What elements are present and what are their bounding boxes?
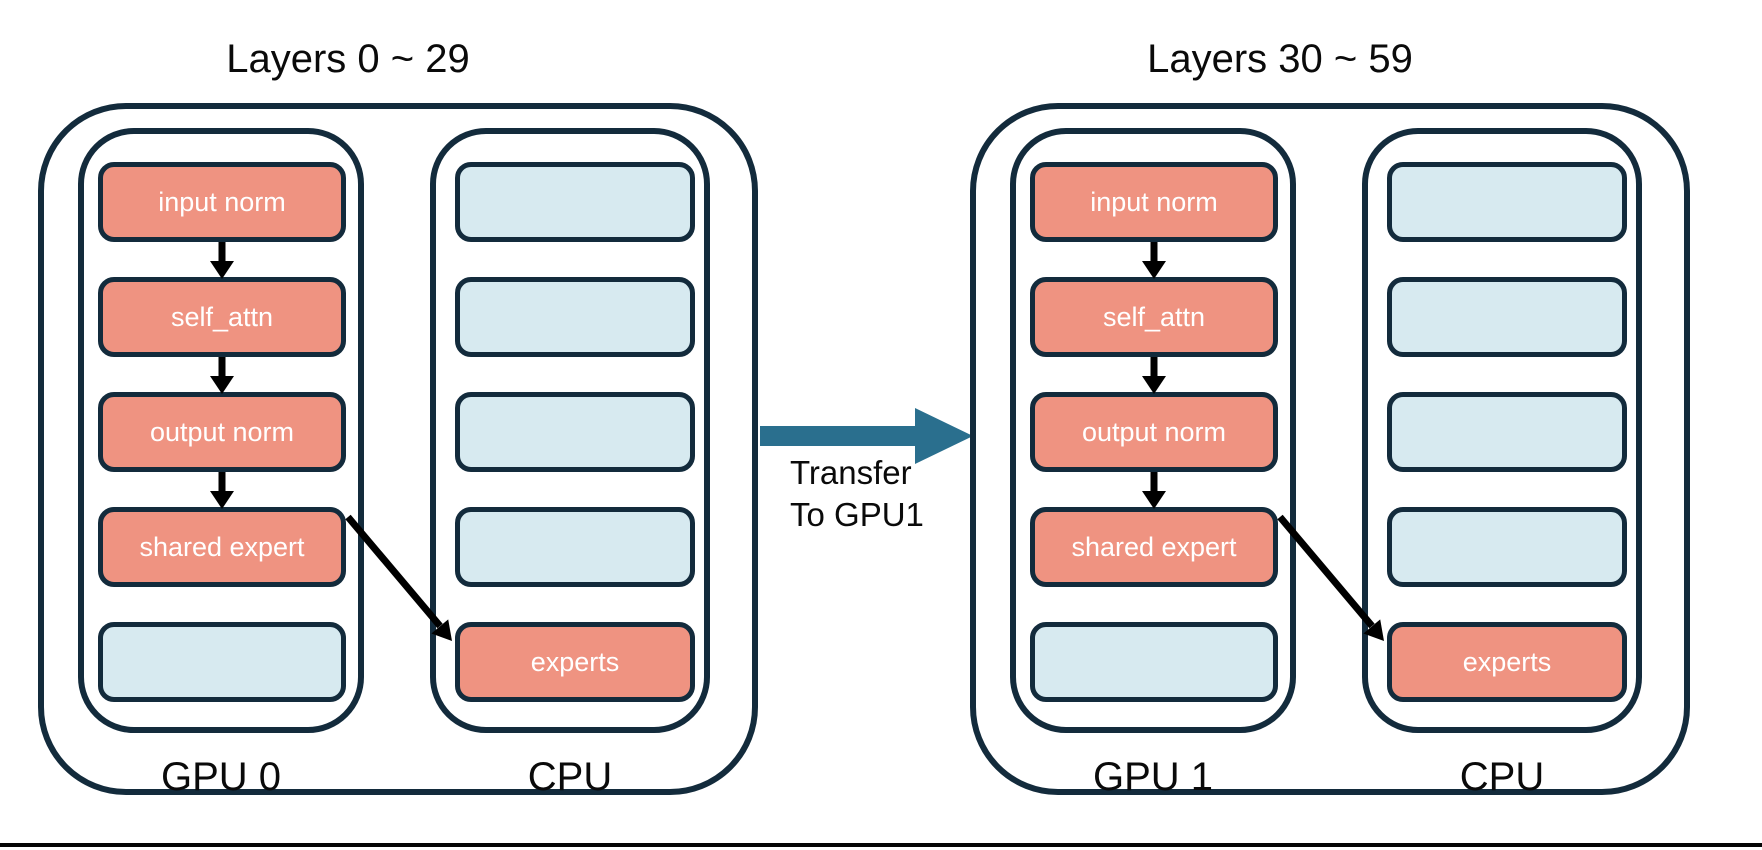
- gpu0-label: GPU 0: [160, 755, 282, 799]
- cpu-box-empty: [455, 277, 695, 357]
- gpu-box-empty: [98, 622, 346, 702]
- cpu-box-experts: experts: [455, 622, 695, 702]
- box-label: self_attn: [170, 301, 274, 332]
- cpu-box-experts: experts: [1387, 622, 1627, 702]
- layer-group-0: Layers 0 ~ 29 input norm self_attn outpu…: [38, 37, 758, 799]
- transfer-label-line2: To GPU1: [790, 496, 924, 533]
- transfer-arrow-icon: [757, 408, 977, 473]
- cpu-label: CPU: [1459, 755, 1545, 799]
- group-title: Layers 30 ~ 59: [1147, 37, 1413, 81]
- layer-group-1: Layers 30 ~ 59 input norm self_attn outp…: [970, 37, 1690, 799]
- box-label: experts: [530, 646, 620, 677]
- cpu-box-empty: [1387, 162, 1627, 242]
- gpu-box-self-attn: self_attn: [98, 277, 346, 357]
- transfer-label-line1: Transfer: [790, 454, 912, 491]
- cpu-box-empty: [455, 507, 695, 587]
- box-label: output norm: [1081, 416, 1227, 447]
- cpu-box-empty: [1387, 392, 1627, 472]
- gpu-box-input-norm: input norm: [1030, 162, 1278, 242]
- cpu-box-empty: [455, 392, 695, 472]
- box-label: experts: [1462, 646, 1552, 677]
- box-label: input norm: [1090, 186, 1218, 217]
- box-label: self_attn: [1102, 301, 1206, 332]
- box-label: output norm: [149, 416, 295, 447]
- box-label: input norm: [158, 186, 286, 217]
- gpu-box-shared-expert: shared expert: [98, 507, 346, 587]
- gpu-box-shared-expert: shared expert: [1030, 507, 1278, 587]
- gpu-box-output-norm: output norm: [1030, 392, 1278, 472]
- box-label: shared expert: [139, 531, 305, 562]
- bottom-divider: [0, 843, 1762, 847]
- cpu-box-empty: [1387, 277, 1627, 357]
- gpu-box-empty: [1030, 622, 1278, 702]
- cpu-label: CPU: [527, 755, 613, 799]
- transfer-label: Transfer To GPU1: [790, 452, 924, 536]
- cpu-box-empty: [1387, 507, 1627, 587]
- gpu1-label: GPU 1: [1092, 755, 1214, 799]
- gpu-box-self-attn: self_attn: [1030, 277, 1278, 357]
- group-title: Layers 0 ~ 29: [226, 37, 470, 81]
- gpu-box-output-norm: output norm: [98, 392, 346, 472]
- cpu-box-empty: [455, 162, 695, 242]
- box-label: shared expert: [1071, 531, 1237, 562]
- gpu-box-input-norm: input norm: [98, 162, 346, 242]
